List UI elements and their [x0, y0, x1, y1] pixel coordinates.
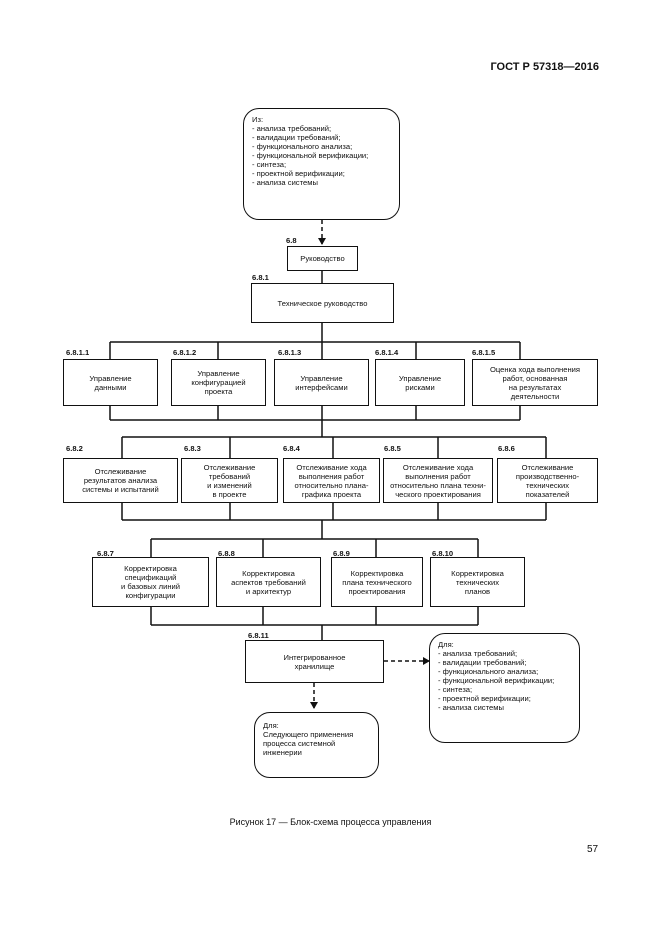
node-integrated-storage: Интегрированное хранилище [245, 640, 384, 683]
list-item: - проектной верификации; [438, 694, 531, 703]
list-item: - синтеза; [438, 685, 473, 694]
output-processes-list: - анализа требований; - валидации требов… [438, 649, 571, 712]
output-processes-title: Для: [438, 640, 454, 649]
node-label: Корректировка плана технического проекти… [342, 568, 412, 596]
node-number: 6.8.1.5 [472, 348, 496, 357]
node-technical-management: Техническое руководство [251, 283, 394, 323]
node-adjust-specifications: Корректировка спецификаций и базовых лин… [92, 557, 209, 607]
node-label: Корректировка аспектов требований и архи… [231, 568, 306, 596]
node-tracking-performance-indicators: Отслеживание производственно- технически… [497, 458, 598, 503]
node-number: 6.8.1 [252, 273, 269, 282]
node-label: Руководство [300, 254, 345, 263]
node-tracking-requirements-changes: Отслеживание требований и изменений в пр… [181, 458, 278, 503]
output-next-title: Для: [263, 721, 279, 730]
node-label: Интегрированное хранилище [283, 652, 346, 671]
node-label: Оценка хода выполнения работ, основанная… [490, 364, 580, 401]
node-label: Управление рисками [398, 373, 442, 392]
output-next-text: Следующего применения процесса системной… [263, 730, 354, 757]
input-sources-title: Из: [252, 115, 264, 124]
node-number: 6.8 [286, 236, 297, 245]
node-label: Управление интерфейсами [295, 373, 348, 392]
node-tracking-engineering-plan: Отслеживание хода выполнения работ относ… [383, 458, 493, 503]
node-label: Отслеживание требований и изменений в пр… [203, 462, 256, 499]
node-risk-management: Управление рисками [375, 359, 465, 406]
page-number: 57 [587, 844, 599, 855]
node-label: Корректировка технических планов [451, 568, 504, 596]
node-label: Отслеживание результатов анализа системы… [82, 467, 159, 494]
node-tracking-analysis-results: Отслеживание результатов анализа системы… [63, 458, 178, 503]
node-number: 6.8.1.3 [278, 348, 302, 357]
node-interface-management: Управление интерфейсами [274, 359, 369, 406]
node-number: 6.8.1.2 [173, 348, 197, 357]
input-sources-box: Из: - анализа требований; - валидации тр… [243, 108, 400, 220]
node-adjust-requirements-architecture: Корректировка аспектов требований и архи… [216, 557, 321, 607]
node-number: 6.8.1.4 [375, 348, 399, 357]
node-number: 6.8.9 [333, 549, 350, 558]
list-item: - функционального анализа; [438, 667, 539, 676]
node-label: Отслеживание хода выполнения работ относ… [390, 462, 486, 499]
node-number: 6.8.10 [432, 549, 454, 558]
node-number: 6.8.4 [283, 444, 300, 453]
list-item: - валидации требований; [252, 133, 341, 142]
node-number: 6.8.1.1 [66, 348, 90, 357]
list-item: - анализа требований; [438, 649, 518, 658]
node-label: Техническое руководство [277, 298, 368, 308]
list-item: - проектной верификации; [252, 169, 345, 178]
figure-caption: Рисунок 17 — Блок-схема процесса управле… [229, 817, 432, 827]
list-item: - анализа системы [438, 703, 504, 712]
node-adjust-engineering-plan: Корректировка плана технического проекти… [331, 557, 423, 607]
list-item: - функциональной верификации; [438, 676, 555, 685]
node-label: Корректировка спецификаций и базовых лин… [120, 564, 181, 600]
node-number: 6.8.7 [97, 549, 114, 558]
node-number: 6.8.5 [384, 444, 401, 453]
output-processes-box: Для: - анализа требований; - валидации т… [429, 633, 580, 743]
node-label: Управление конфигурацией проекта [191, 369, 246, 396]
node-number: 6.8.11 [248, 631, 269, 640]
list-item: - функционального анализа; [252, 142, 353, 151]
node-number: 6.8.8 [218, 549, 235, 558]
node-performance-assessment: Оценка хода выполнения работ, основанная… [472, 359, 598, 406]
list-item: - синтеза; [252, 160, 287, 169]
node-configuration-management: Управление конфигурацией проекта [171, 359, 266, 406]
node-adjust-technical-plans: Корректировка технических планов [430, 557, 525, 607]
node-management: Руководство [287, 246, 358, 271]
node-label: Отслеживание производственно- технически… [515, 462, 580, 499]
list-item: - анализа требований; [252, 124, 332, 133]
input-sources-list: - анализа требований; - валидации требов… [252, 124, 391, 187]
node-tracking-project-schedule: Отслеживание хода выполнения работ относ… [283, 458, 380, 503]
node-number: 6.8.2 [66, 444, 83, 453]
output-next-process-box: Для: Следующего применения процесса сист… [254, 712, 379, 778]
node-number: 6.8.6 [498, 444, 515, 453]
node-label: Управление данными [89, 373, 132, 392]
list-item: - функциональной верификации; [252, 151, 369, 160]
node-data-management: Управление данными [63, 359, 158, 406]
list-item: - анализа системы [252, 178, 318, 187]
list-item: - валидации требований; [438, 658, 527, 667]
document-id: ГОСТ Р 57318—2016 [490, 61, 599, 73]
node-label: Отслеживание хода выполнения работ относ… [294, 462, 369, 499]
node-number: 6.8.3 [184, 444, 201, 453]
